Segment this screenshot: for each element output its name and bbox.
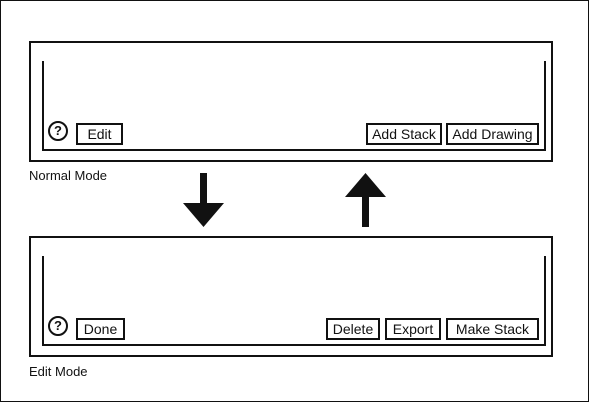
edit-mode-panel: ? Done Delete Export Make Stack <box>29 236 553 357</box>
help-icon[interactable]: ? <box>48 121 68 141</box>
done-button[interactable]: Done <box>76 318 125 340</box>
add-stack-button[interactable]: Add Stack <box>366 123 442 145</box>
up-arrow-icon <box>345 173 386 227</box>
normal-mode-label: Normal Mode <box>29 168 108 183</box>
export-button[interactable]: Export <box>385 318 441 340</box>
add-drawing-button[interactable]: Add Drawing <box>446 123 539 145</box>
down-arrow-icon <box>183 173 224 227</box>
edit-mode-tray: ? Done Delete Export Make Stack <box>42 256 546 346</box>
edit-button[interactable]: Edit <box>76 123 123 145</box>
normal-mode-panel: ? Edit Add Stack Add Drawing <box>29 41 553 162</box>
help-icon[interactable]: ? <box>48 316 68 336</box>
make-stack-button[interactable]: Make Stack <box>446 318 539 340</box>
normal-mode-tray: ? Edit Add Stack Add Drawing <box>42 61 546 151</box>
edit-mode-label: Edit Mode <box>29 364 88 379</box>
delete-button[interactable]: Delete <box>326 318 380 340</box>
